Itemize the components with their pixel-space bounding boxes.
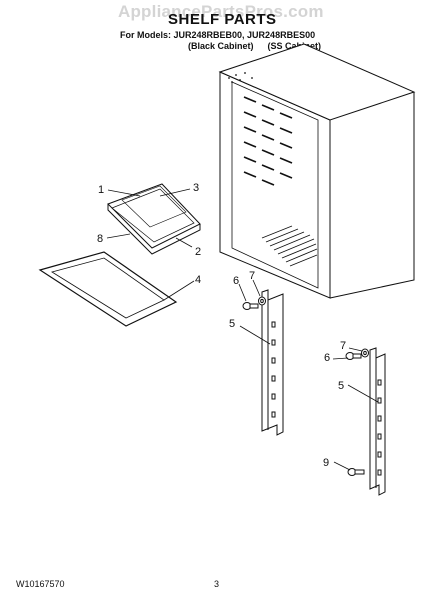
- page-title: SHELF PARTS: [168, 11, 277, 28]
- callout-8: 8: [97, 233, 103, 245]
- screw-6-left: [242, 302, 259, 310]
- shelf-assembly: [107, 183, 201, 255]
- watermark: AppliancePartsPros.com: [118, 2, 324, 21]
- callout-2: 2: [195, 246, 201, 258]
- cabinet-black: (Black Cabinet): [188, 41, 254, 51]
- callout-1: 1: [98, 184, 104, 196]
- callout-5-left: 5: [229, 318, 235, 330]
- cabinet-drawing: [218, 43, 416, 299]
- cabinet-line: (Black Cabinet) (SS Cabinet): [120, 41, 330, 52]
- callout-6-left: 6: [233, 275, 239, 287]
- shelf-rail-left: [261, 289, 284, 436]
- page-number: 3: [214, 579, 220, 589]
- spacer-7-left: [258, 296, 266, 306]
- callout-7-right: 7: [340, 340, 346, 352]
- cabinet-ss: (SS Cabinet): [267, 41, 322, 51]
- callout-6-right: 6: [324, 352, 330, 364]
- leader-lines: [106, 188, 379, 471]
- screw-6-right: [345, 352, 362, 360]
- callout-9: 9: [323, 457, 329, 469]
- model-info: For Models: JUR248RBEB00, JUR248RBES00 (…: [120, 30, 330, 52]
- callout-7-left: 7: [249, 270, 255, 282]
- shelf-rail-right: [369, 347, 386, 496]
- document-number: W10167570: [16, 579, 65, 589]
- shelf-frame: [38, 251, 178, 327]
- callout-3: 3: [193, 182, 199, 194]
- model-line: For Models: JUR248RBEB00, JUR248RBES00: [120, 30, 330, 41]
- model-list: JUR248RBEB00, JUR248RBES00: [173, 30, 316, 40]
- callout-5-right: 5: [338, 380, 344, 392]
- spacer-7-right: [361, 348, 369, 358]
- callout-4: 4: [195, 274, 201, 286]
- screw-9: [347, 468, 365, 476]
- model-prefix: For Models:: [120, 30, 171, 40]
- callouts: 1 3 8 2 4 6 7 5 7 6 5 9: [97, 182, 346, 469]
